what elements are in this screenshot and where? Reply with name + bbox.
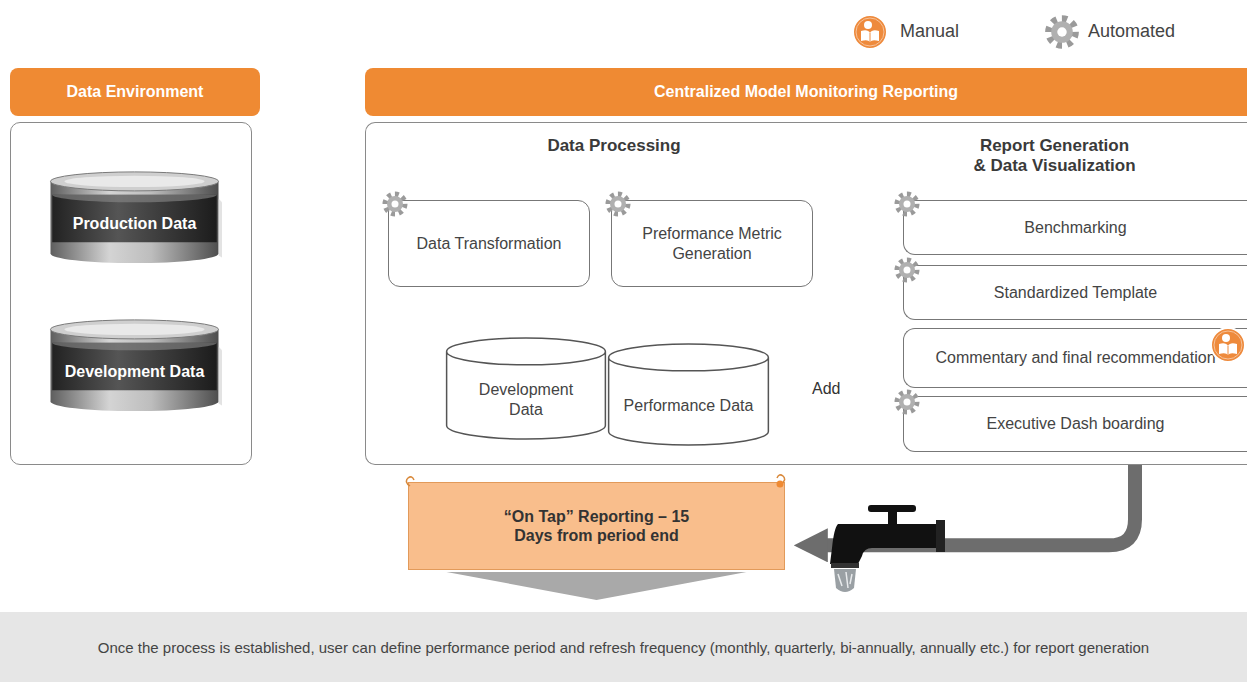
cylinder-shape	[607, 343, 770, 446]
scroll-banner: “On Tap” Reporting – 15 Days from period…	[408, 482, 785, 570]
process-box: Benchmarking	[903, 200, 1247, 255]
process-box: Commentary and final recommendation	[903, 328, 1247, 388]
automated-icon	[1049, 19, 1075, 45]
gear-icon	[898, 261, 917, 280]
header-band: Data Environment	[10, 68, 260, 116]
scroll-curl	[406, 475, 784, 486]
label-text: Development Data	[62, 362, 207, 381]
flow-arrow	[821, 465, 1135, 545]
section-region: Data ProcessingData Transformation Prefor…	[372, 124, 856, 462]
legend-text: Manual	[900, 21, 959, 42]
label-text: Report Generation & Data Visualization	[920, 136, 1190, 175]
annotation-label: Add	[812, 380, 840, 398]
label-text: Preformance Metric Generation	[626, 224, 798, 262]
manual-icon	[1211, 328, 1245, 362]
gear-icon	[386, 195, 405, 214]
legend-text: Automated	[1088, 21, 1175, 42]
process-box: Preformance Metric Generation	[611, 200, 813, 287]
process-box: Data Transformation	[388, 200, 590, 287]
data-environment-panel: Data EnvironmentProduction DataDevelopme…	[10, 68, 260, 465]
section-region: Report Generation & Data VisualizationBe…	[862, 124, 1247, 462]
data-cylinder: Performance Data	[607, 343, 770, 446]
manual-icon	[853, 15, 887, 49]
process-box: Executive Dash boarding	[903, 396, 1247, 452]
flow-arrow	[447, 572, 747, 600]
database-cylinder: Development Data	[47, 318, 222, 413]
label-text: “On Tap” Reporting – 15 Days from period…	[482, 507, 712, 545]
gear-icon	[898, 195, 917, 214]
reporting-panel: Centralized Model Monitoring ReportingDa…	[365, 68, 1247, 465]
label-text: Data Processing	[464, 136, 764, 156]
label-text: Once the process is established, user ca…	[98, 637, 1149, 658]
gear-icon	[609, 195, 628, 214]
scroll-knob	[777, 481, 784, 488]
label-text: Standardized Template	[994, 283, 1157, 302]
header-band: Centralized Model Monitoring Reporting	[365, 68, 1247, 116]
data-cylinder: Development Data	[445, 337, 607, 440]
note-band: Once the process is established, user ca…	[0, 612, 1247, 682]
label-text: Development Data	[460, 380, 592, 418]
label-text: Performance Data	[622, 396, 755, 415]
label-text: Data Transformation	[417, 234, 562, 253]
process-box: Standardized Template	[903, 265, 1247, 320]
label-text: Benchmarking	[1024, 218, 1126, 237]
label-text: Commentary and final recommendation	[935, 348, 1215, 367]
label-text: Executive Dash boarding	[987, 414, 1165, 433]
database-cylinder: Production Data	[47, 170, 222, 265]
gear-icon	[898, 393, 917, 412]
water-tap	[830, 505, 945, 592]
label-text: Production Data	[62, 214, 207, 233]
